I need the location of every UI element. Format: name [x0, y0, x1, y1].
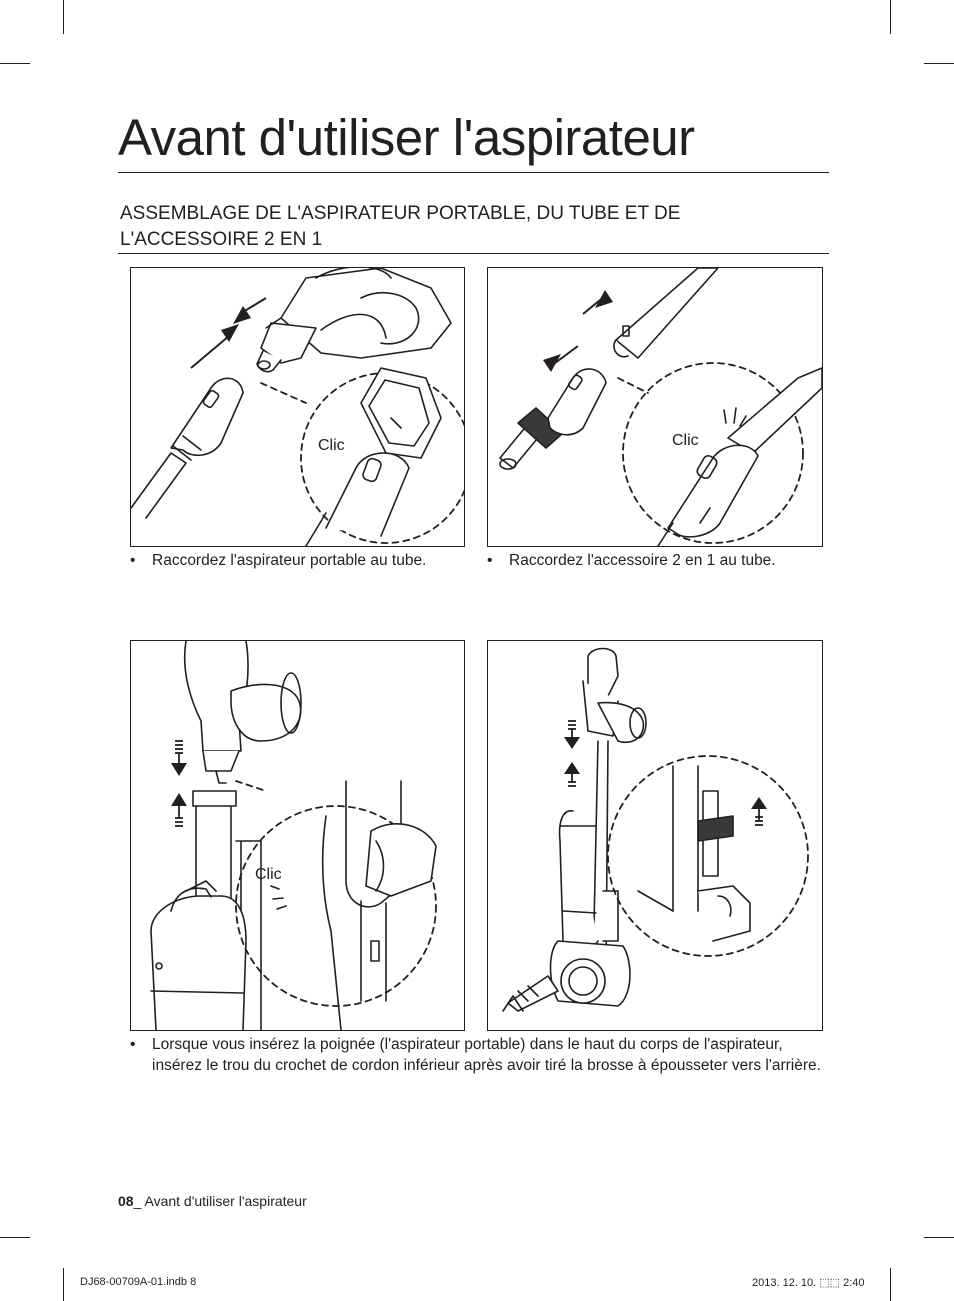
figure-2-caption: • Raccordez l'accessoire 2 en 1 au tube.	[487, 550, 827, 571]
crop-mark	[924, 63, 954, 64]
crop-mark	[63, 1268, 64, 1301]
crop-mark	[890, 1268, 891, 1301]
page-title: Avant d'utiliser l'aspirateur	[118, 109, 695, 166]
bullet-dot: •	[130, 1036, 136, 1053]
crop-mark	[63, 0, 64, 34]
figure-1-caption: • Raccordez l'aspirateur portable au tub…	[130, 550, 470, 571]
figure-4-panel	[487, 640, 823, 1031]
figure-3-panel: Clic	[130, 640, 465, 1031]
page-footer: 08_ Avant d'utiliser l'aspirateur	[118, 1193, 307, 1209]
print-slug-timestamp: 2013. 12. 10. ⬚⬚ 2:40	[752, 1277, 865, 1289]
figure-1-caption-text: Raccordez l'aspirateur portable au tube.	[152, 552, 427, 569]
bullet-dot: •	[130, 552, 136, 569]
title-rule	[118, 172, 829, 173]
figure-3-callout: Clic	[255, 866, 282, 883]
footer-label: _ Avant d'utiliser l'aspirateur	[133, 1193, 307, 1209]
crop-mark	[924, 1237, 954, 1238]
figure-1-callout: Clic	[318, 437, 345, 454]
figure-2-caption-text: Raccordez l'accessoire 2 en 1 au tube.	[509, 552, 776, 569]
page-number: 08	[118, 1193, 134, 1209]
print-slug-file: DJ68-00709A-01.indb 8	[80, 1276, 197, 1288]
figure-1-illustration: Clic	[131, 268, 464, 546]
bullet-dot: •	[487, 552, 493, 569]
figure-3-illustration: Clic	[150, 641, 437, 1030]
figure-4-illustration	[502, 647, 809, 1012]
figure-3-4-caption-text: Lorsque vous insérez la poignée (l'aspir…	[152, 1036, 821, 1074]
section-rule	[118, 253, 829, 254]
section-title: ASSEMBLAGE DE L'ASPIRATEUR PORTABLE, DU …	[120, 203, 681, 250]
figure-2-callout: Clic	[672, 432, 699, 449]
crop-mark	[0, 63, 30, 64]
figure-3-4-caption: • Lorsque vous insérez la poignée (l'asp…	[130, 1034, 830, 1076]
figure-2-illustration: Clic	[499, 268, 822, 546]
crop-mark	[890, 0, 891, 34]
figure-1-panel: Clic	[130, 267, 465, 547]
figure-2-panel: Clic	[487, 267, 823, 547]
crop-mark	[0, 1237, 30, 1238]
